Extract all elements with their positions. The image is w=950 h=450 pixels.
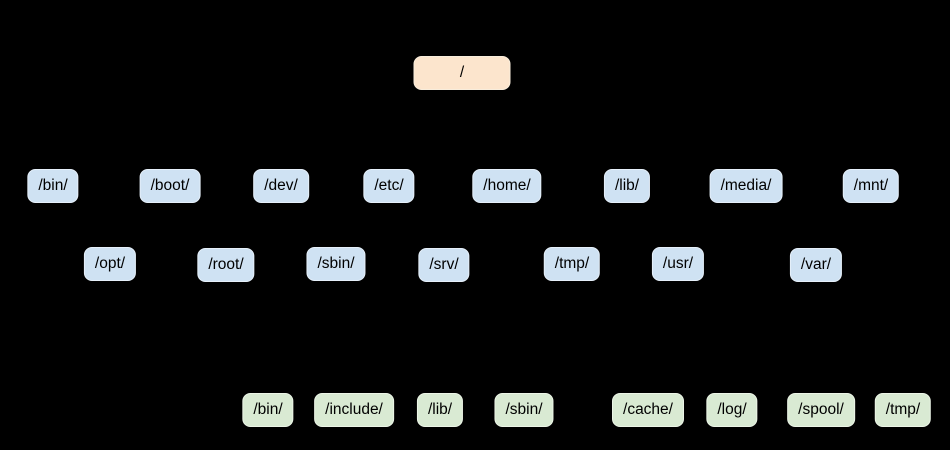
tree-node-subdir-spool: /spool/ <box>787 393 855 427</box>
tree-node-dir-lib: /lib/ <box>603 169 651 203</box>
tree-node-dir-srv: /srv/ <box>418 248 470 282</box>
tree-node-dir-boot: /boot/ <box>139 169 201 203</box>
tree-node-dir-etc: /etc/ <box>363 169 415 203</box>
tree-node-dir-bin: /bin/ <box>27 169 79 203</box>
tree-node-subdir-tmp: /tmp/ <box>874 393 932 427</box>
tree-node-subdir-cache: /cache/ <box>612 393 684 427</box>
tree-node-dir-tmp: /tmp/ <box>543 247 601 281</box>
tree-node-dir-root: /root/ <box>197 248 255 282</box>
tree-node-dir-sbin: /sbin/ <box>306 247 366 281</box>
tree-node-dir-opt: /opt/ <box>83 247 137 281</box>
tree-node-dir-usr: /usr/ <box>651 247 705 281</box>
tree-node-subdir-include: /include/ <box>314 393 394 427</box>
tree-node-dir-dev: /dev/ <box>253 169 309 203</box>
tree-node-subdir-lib: /lib/ <box>416 393 464 427</box>
tree-node-dir-home: /home/ <box>472 169 542 203</box>
tree-node-subdir-log: /log/ <box>706 393 758 427</box>
tree-node-subdir-bin: /bin/ <box>242 393 294 427</box>
tree-node-subdir-sbin: /sbin/ <box>494 393 554 427</box>
tree-node-dir-var: /var/ <box>789 248 843 282</box>
tree-node-dir-media: /media/ <box>709 169 783 203</box>
tree-node-dir-mnt: /mnt/ <box>842 169 900 203</box>
tree-node-root: / <box>413 56 511 90</box>
